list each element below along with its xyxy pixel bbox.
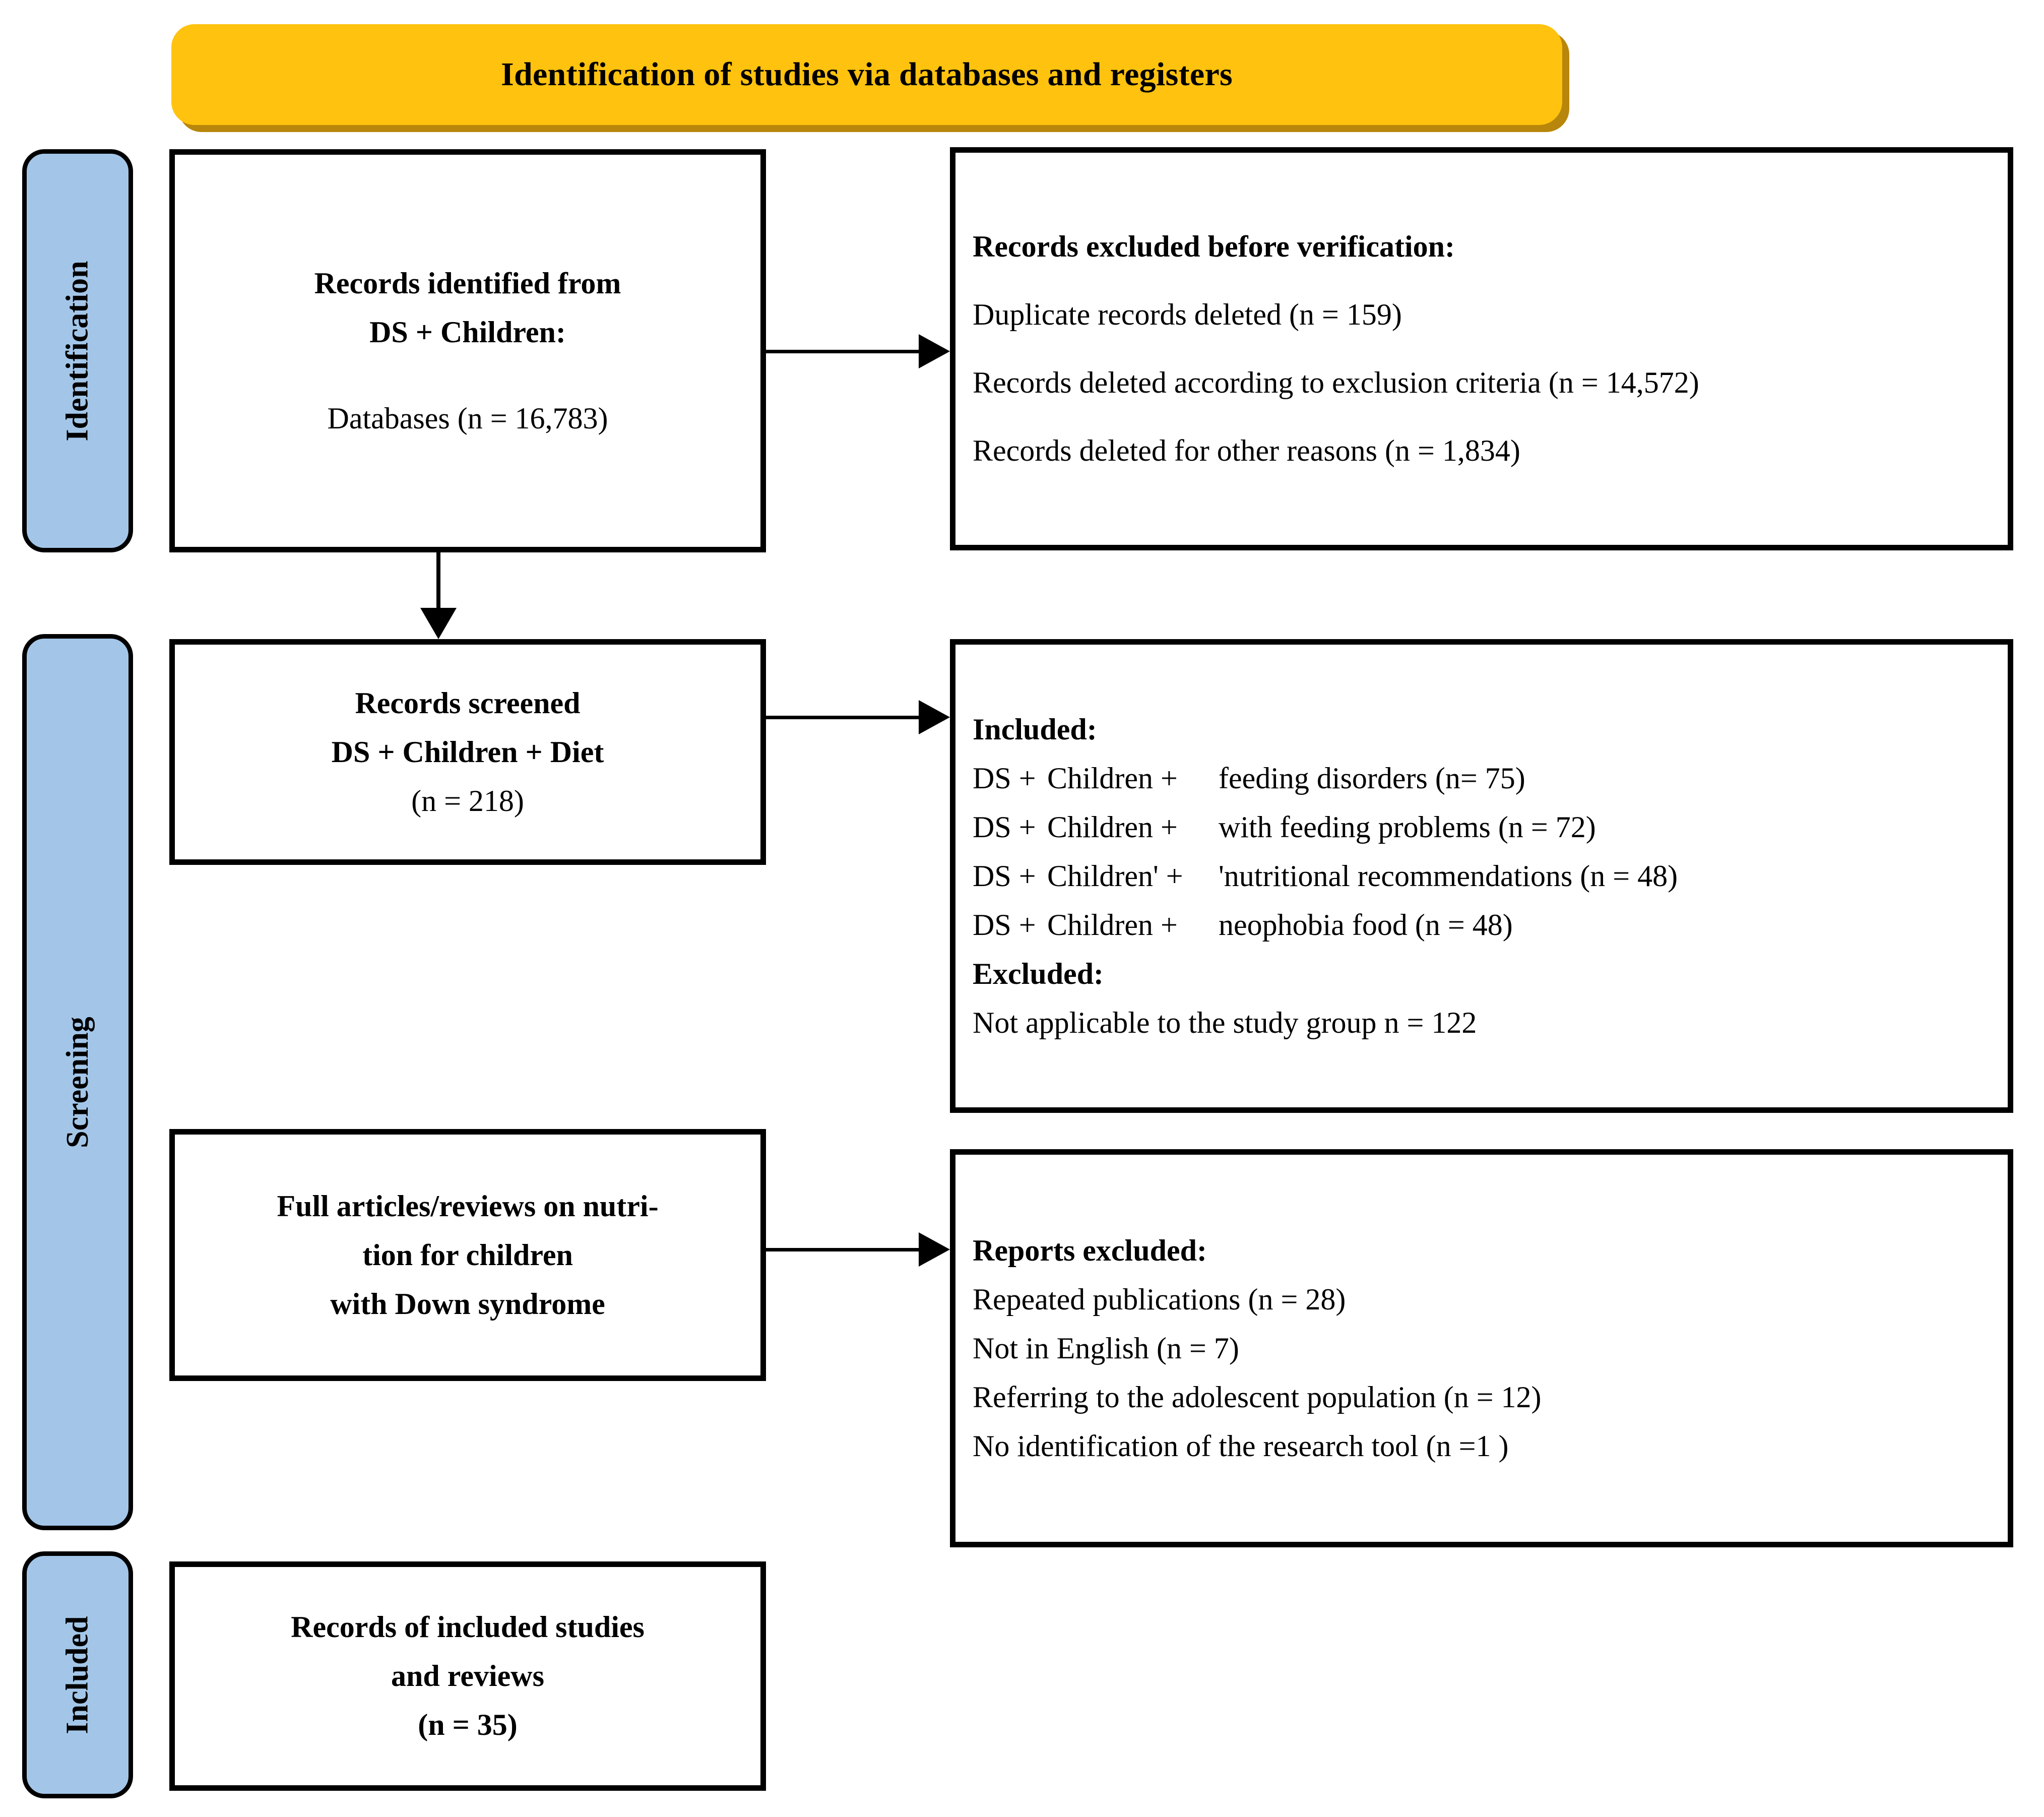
- included-row: DS + Children + feeding disorders (n= 75…: [973, 761, 1991, 795]
- final-line2: and reviews: [391, 1659, 544, 1693]
- connector-line: [436, 552, 440, 613]
- included-row: DS + Children + with feeding problems (n…: [973, 811, 1991, 843]
- included-row-term-b: Children +: [1047, 761, 1178, 795]
- arrow-head-right-icon: [919, 700, 950, 734]
- box-records-excluded-before-verification: Records excluded before verification: Du…: [950, 147, 2013, 550]
- box-records-of-included-studies: Records of included studies and reviews …: [169, 1561, 766, 1791]
- stage-label-included: Included: [22, 1551, 133, 1798]
- box-records-identified: Records identified from DS + Children: D…: [169, 149, 766, 552]
- box-reports-excluded: Reports excluded: Repeated publications …: [950, 1149, 2013, 1547]
- included-row: DS + Children' + 'nutritional recommenda…: [973, 860, 1991, 892]
- excluded-before-verification-item: Duplicate records deleted (n = 159): [973, 298, 1402, 331]
- excluded-item: Not applicable to the study group n = 12…: [973, 1006, 1477, 1039]
- included-row-term-c: with feeding problems (n = 72): [1219, 810, 1596, 844]
- records-screened-query: DS + Children + Diet: [331, 735, 604, 769]
- connector-line: [766, 1248, 922, 1251]
- included-row-term-b: Children +: [1047, 810, 1178, 844]
- reports-excluded-heading: Reports excluded:: [973, 1233, 1207, 1267]
- stage-label-included-text: Included: [60, 1615, 95, 1734]
- final-line1: Records of included studies: [291, 1610, 645, 1644]
- box-records-screened: Records screened DS + Children + Diet (n…: [169, 639, 766, 865]
- full-articles-line1: Full articles/reviews on nutri-: [277, 1189, 659, 1223]
- stage-label-identification-text: Identification: [60, 260, 95, 442]
- records-identified-title-line1: Records identified from: [314, 266, 621, 300]
- reports-excluded-item: Not in English (n = 7): [973, 1331, 1239, 1365]
- included-row-term-b: Children +: [1047, 908, 1178, 942]
- reports-excluded-item: Repeated publications (n = 28): [973, 1282, 1346, 1316]
- arrow-head-right-icon: [919, 1232, 950, 1267]
- stage-label-identification: Identification: [22, 149, 133, 552]
- excluded-before-verification-heading: Records excluded before verification:: [973, 230, 1455, 263]
- included-row-term-c: 'nutritional recommendations (n = 48): [1219, 859, 1678, 893]
- full-articles-line3: with Down syndrome: [330, 1287, 605, 1321]
- records-screened-count: (n = 218): [411, 784, 524, 818]
- included-row-term-a: DS +: [973, 908, 1036, 942]
- excluded-before-verification-item: Records deleted according to exclusion c…: [973, 366, 1699, 399]
- excluded-heading: Excluded:: [973, 957, 1104, 990]
- reports-excluded-item: Referring to the adolescent population (…: [973, 1380, 1542, 1414]
- box-full-articles-reviews: Full articles/reviews on nutri- tion for…: [169, 1129, 766, 1381]
- box-included-excluded: Included: DS + Children + feeding disord…: [950, 639, 2013, 1113]
- included-row-term-c: feeding disorders (n= 75): [1219, 761, 1525, 795]
- arrow-head-down-icon: [420, 608, 457, 639]
- banner-identification-header: Identification of studies via databases …: [171, 24, 1562, 125]
- included-row-term-a: DS +: [973, 810, 1036, 844]
- connector-line: [766, 716, 922, 719]
- arrow-head-right-icon: [919, 334, 950, 368]
- final-count: (n = 35): [418, 1708, 518, 1741]
- included-row-term-c: neophobia food (n = 48): [1219, 908, 1513, 942]
- included-row-term-b: Children' +: [1047, 859, 1183, 893]
- included-row-term-a: DS +: [973, 761, 1036, 795]
- included-row-term-a: DS +: [973, 859, 1036, 893]
- excluded-before-verification-item: Records deleted for other reasons (n = 1…: [973, 434, 1520, 467]
- connector-line: [766, 350, 922, 353]
- stage-label-screening: Screening: [22, 634, 133, 1530]
- included-row: DS + Children + neophobia food (n = 48): [973, 909, 1991, 941]
- banner-title: Identification of studies via databases …: [500, 56, 1233, 93]
- stage-label-screening-text: Screening: [60, 1016, 95, 1148]
- included-heading: Included:: [973, 712, 1097, 746]
- reports-excluded-item: No identification of the research tool (…: [973, 1429, 1509, 1463]
- records-identified-title-line2: DS + Children:: [369, 315, 566, 349]
- records-screened-title: Records screened: [355, 686, 581, 720]
- records-identified-databases-count: Databases (n = 16,783): [327, 401, 608, 435]
- full-articles-line2: tion for children: [362, 1238, 573, 1272]
